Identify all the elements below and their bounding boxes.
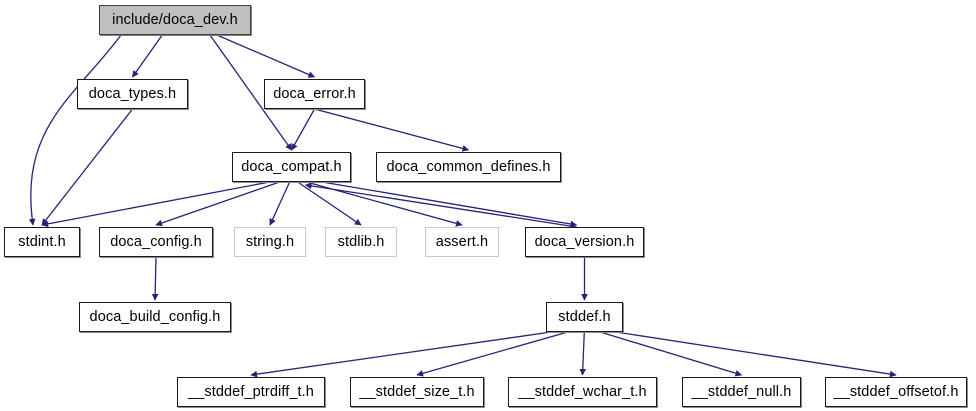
graph-edge-doca_error-to-doca_compat <box>290 108 316 151</box>
graph-node-label: __stddef_offsetof.h <box>833 383 959 400</box>
graph-node-label: __stddef_wchar_t.h <box>518 383 647 400</box>
graph-node-label: __stddef_ptrdiff_t.h <box>188 383 314 400</box>
graph-node-label: doca_error.h <box>273 85 356 102</box>
graph-edge-doca_version-to-doca_compat <box>304 182 577 228</box>
graph-edge-stddef-to-stddef_size_t <box>416 331 568 377</box>
graph-node-stddef_offsetof[interactable]: __stddef_offsetof.h <box>825 377 967 407</box>
graph-node-label: string.h <box>245 233 295 250</box>
graph-node-label: doca_config.h <box>110 233 202 250</box>
graph-node-label: doca_build_config.h <box>89 308 221 325</box>
graph-node-string[interactable]: string.h <box>234 227 306 257</box>
graph-edge-stddef-to-stddef_wchar_t <box>579 331 587 376</box>
graph-node-doca_config[interactable]: doca_config.h <box>99 227 213 257</box>
graph-node-assert[interactable]: assert.h <box>425 227 499 257</box>
graph-node-stddef_size_t[interactable]: __stddef_size_t.h <box>350 377 484 407</box>
graph-edge-doca_config-to-doca_build_config <box>151 256 159 301</box>
graph-edge-doca_dev-to-doca_error <box>216 34 316 78</box>
graph-node-label: stdint.h <box>18 233 66 250</box>
graph-node-doca_compat[interactable]: doca_compat.h <box>232 152 351 182</box>
graph-edge-doca_compat-to-stdlib <box>297 181 362 226</box>
graph-edge-doca_compat-to-stdint <box>41 181 270 228</box>
graph-node-stddef_null[interactable]: __stddef_null.h <box>682 377 801 407</box>
graph-node-doca_dev[interactable]: include/doca_dev.h <box>99 5 251 35</box>
graph-node-label: doca_types.h <box>88 85 177 102</box>
graph-node-label: include/doca_dev.h <box>112 11 238 28</box>
graph-node-stddef[interactable]: stddef.h <box>546 302 623 332</box>
graph-node-stddef_wchar_t[interactable]: __stddef_wchar_t.h <box>508 377 657 407</box>
graph-edge-stddef-to-stddef_offsetof <box>615 331 897 378</box>
graph-node-stdlib[interactable]: stdlib.h <box>325 227 397 257</box>
graph-node-stdint[interactable]: stdint.h <box>4 227 80 257</box>
graph-node-label: stddef.h <box>558 308 611 325</box>
graph-node-doca_build_config[interactable]: doca_build_config.h <box>79 302 231 332</box>
graph-edge-doca_compat-to-assert <box>306 181 463 227</box>
graph-node-doca_version[interactable]: doca_version.h <box>525 227 644 257</box>
graph-node-doca_common_defines[interactable]: doca_common_defines.h <box>376 152 561 182</box>
graph-edge-doca_error-to-doca_common_defines <box>314 108 470 152</box>
graph-node-stddef_ptrdiff_t[interactable]: __stddef_ptrdiff_t.h <box>177 377 325 407</box>
graph-node-doca_error[interactable]: doca_error.h <box>264 79 365 109</box>
graph-node-label: doca_common_defines.h <box>386 158 551 175</box>
graph-node-label: __stddef_size_t.h <box>359 383 475 400</box>
graph-edge-doca_dev-to-stdint <box>28 34 122 226</box>
graph-edge-doca_compat-to-doca_config <box>155 181 280 227</box>
graph-edge-doca_compat-to-doca_version <box>321 181 578 228</box>
graph-node-label: doca_compat.h <box>241 158 342 175</box>
graph-node-label: __stddef_null.h <box>691 383 792 400</box>
graph-edge-stddef-to-stddef_null <box>600 331 743 377</box>
graph-node-label: assert.h <box>435 233 489 250</box>
graph-node-doca_types[interactable]: doca_types.h <box>77 79 188 109</box>
graph-node-label: stdlib.h <box>337 233 385 250</box>
graph-edge-doca_compat-to-string <box>269 181 291 226</box>
graph-edge-doca_types-to-stdint <box>41 108 134 226</box>
graph-edge-stddef-to-stddef_ptrdiff_t <box>250 331 552 378</box>
graph-edge-doca_dev-to-doca_types <box>131 34 163 78</box>
graph-node-label: doca_version.h <box>534 233 635 250</box>
